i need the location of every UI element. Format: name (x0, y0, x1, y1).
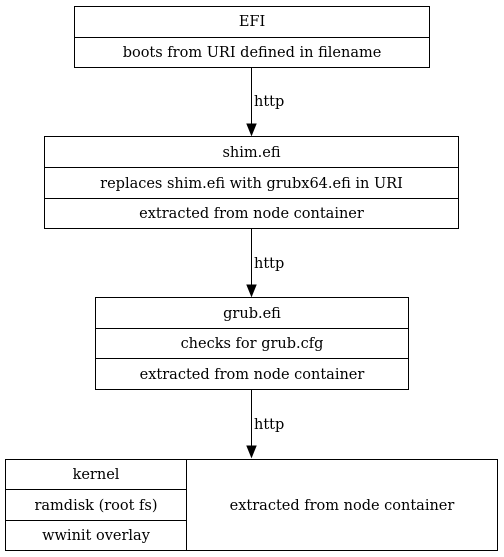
node-kernel-field-source: extracted from node container (230, 498, 455, 514)
edge-shim-to-grub-arrowhead (246, 284, 257, 298)
node-shim-field-1: replaces shim.efi with grubx64.efi in UR… (100, 176, 403, 192)
node-grub-field-1: checks for grub.cfg (181, 336, 324, 352)
node-kernel-field-overlay: wwinit overlay (42, 528, 151, 544)
node-shim-title: shim.efi (222, 145, 280, 161)
edge-efi-to-shim: http (246, 68, 284, 137)
node-efi-field-1: boots from URI defined in filename (123, 45, 382, 61)
edge-efi-to-shim-arrowhead (246, 123, 257, 137)
edge-efi-to-shim-label: http (254, 94, 284, 110)
node-kernel: kernel ramdisk (root fs) wwinit overlay … (5, 459, 498, 551)
node-grub: grub.efi checks for grub.cfg extracted f… (95, 297, 409, 390)
node-grub-box (95, 297, 409, 390)
node-shim-box (44, 136, 459, 229)
node-kernel-field-kernel: kernel (73, 467, 120, 483)
edge-grub-to-kernel-label: http (254, 417, 284, 433)
node-efi: EFI boots from URI defined in filename (74, 6, 430, 68)
edge-shim-to-grub: http (246, 229, 284, 298)
node-kernel-box (5, 459, 498, 551)
node-grub-title: grub.efi (223, 306, 281, 322)
edge-grub-to-kernel: http (246, 390, 284, 459)
node-kernel-field-ramdisk: ramdisk (root fs) (34, 498, 157, 514)
node-efi-title: EFI (239, 14, 265, 30)
edge-shim-to-grub-label: http (254, 256, 284, 272)
node-shim-field-2: extracted from node container (139, 206, 364, 222)
node-shim: shim.efi replaces shim.efi with grubx64.… (44, 136, 459, 229)
edge-grub-to-kernel-arrowhead (246, 445, 257, 459)
node-grub-field-2: extracted from node container (140, 367, 365, 383)
